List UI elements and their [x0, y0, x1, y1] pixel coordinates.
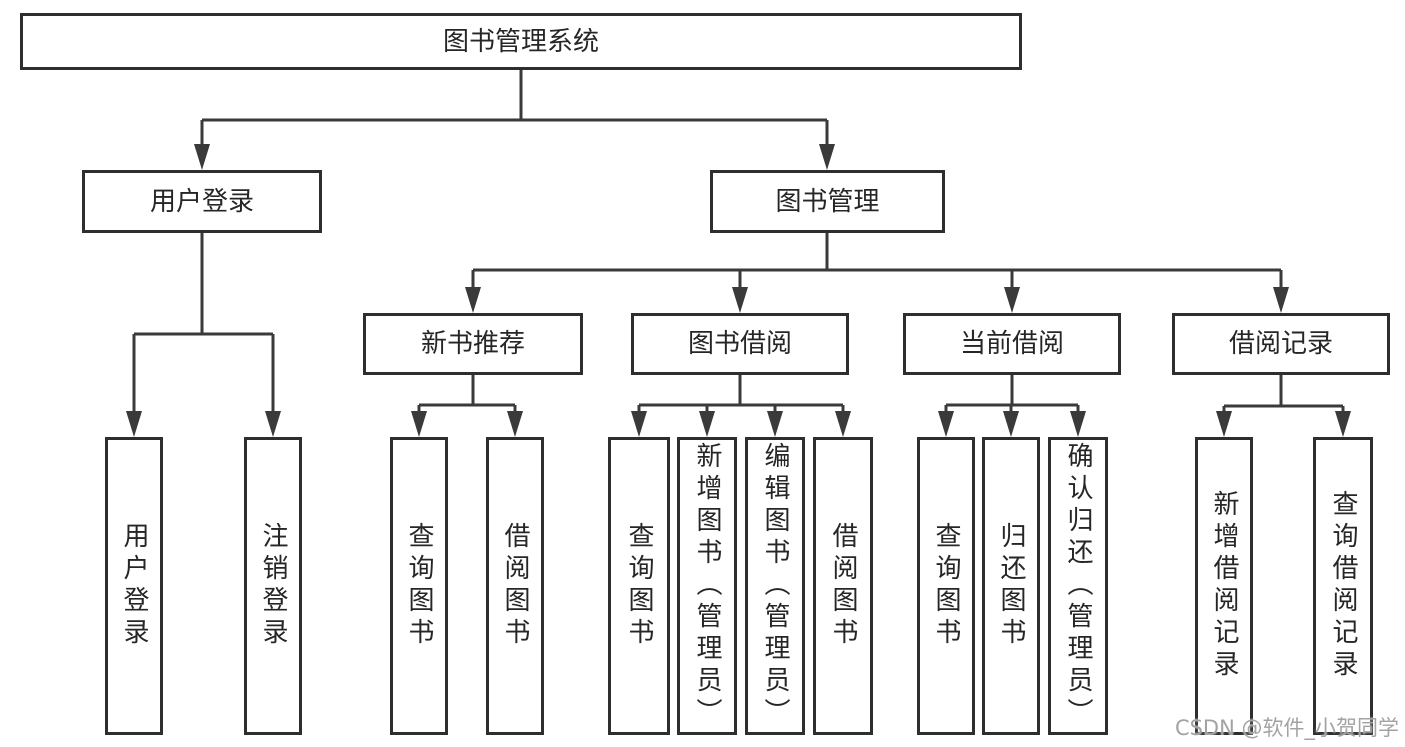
node-library-management-system: 图书管理系统: [20, 13, 1022, 70]
leaf-add-borrow-record: 新增借阅记录: [1195, 437, 1253, 735]
leaf-label: 编辑图书（管理员）: [760, 442, 790, 730]
leaf-label: 借阅图书: [828, 522, 858, 650]
node-book-management: 图书管理: [710, 170, 945, 233]
node-label: 借阅记录: [1228, 329, 1333, 359]
leaf-label: 归还图书: [996, 522, 1026, 650]
leaf-add-books-admin: 新增图书（管理员）: [677, 437, 737, 735]
leaf-query-books-current: 查询图书: [917, 437, 975, 735]
arrowheads: [126, 144, 1351, 437]
node-label: 新书推荐: [420, 329, 525, 359]
leaf-borrow-books: 借阅图书: [813, 437, 873, 735]
leaf-borrow-books-rec: 借阅图书: [486, 437, 544, 735]
leaf-edit-books-admin: 编辑图书（管理员）: [745, 437, 805, 735]
node-label: 图书借阅: [687, 329, 792, 359]
connector-new-rec-children: [417, 375, 517, 412]
connector-book-borrow-children: [637, 375, 845, 412]
node-label: 用户登录: [149, 186, 254, 217]
leaf-query-borrow-record: 查询借阅记录: [1313, 437, 1373, 735]
connector-user-login-children: [132, 233, 275, 412]
connector-records-children: [1222, 375, 1345, 412]
leaf-label: 新增图书（管理员）: [692, 442, 722, 730]
leaf-label: 借阅图书: [500, 522, 530, 650]
node-label: 当前借阅: [959, 329, 1064, 359]
leaf-query-books-rec: 查询图书: [390, 437, 448, 735]
leaf-label: 查询图书: [404, 522, 434, 650]
node-user-login: 用户登录: [82, 170, 322, 233]
leaf-label: 注销登录: [258, 522, 288, 650]
leaf-label: 用户登录: [119, 522, 149, 650]
connector-book-mgmt-children: [471, 233, 1283, 288]
node-book-borrowing: 图书借阅: [631, 313, 849, 375]
node-label: 图书管理: [775, 186, 880, 217]
csdn-watermark: CSDN @软件_小贺同学: [1174, 716, 1399, 740]
leaf-label: 确认归还（管理员）: [1063, 442, 1093, 730]
leaf-label: 查询图书: [624, 522, 654, 650]
leaf-logout: 注销登录: [244, 437, 302, 735]
leaf-user-login: 用户登录: [105, 437, 163, 735]
connector-root-to-level2: [200, 70, 829, 145]
leaf-label: 新增借阅记录: [1209, 490, 1239, 682]
node-current-borrowing: 当前借阅: [903, 313, 1121, 375]
leaf-query-books-borrow: 查询图书: [608, 437, 670, 735]
leaf-label: 查询借阅记录: [1328, 490, 1358, 682]
leaf-label: 查询图书: [931, 522, 961, 650]
connector-current-borrow-children: [944, 375, 1080, 412]
node-borrow-records: 借阅记录: [1172, 313, 1390, 375]
node-label: 图书管理系统: [442, 26, 599, 57]
leaf-return-books: 归还图书: [982, 437, 1040, 735]
node-new-book-recommend: 新书推荐: [363, 313, 583, 375]
leaf-confirm-return-admin: 确认归还（管理员）: [1048, 437, 1108, 735]
